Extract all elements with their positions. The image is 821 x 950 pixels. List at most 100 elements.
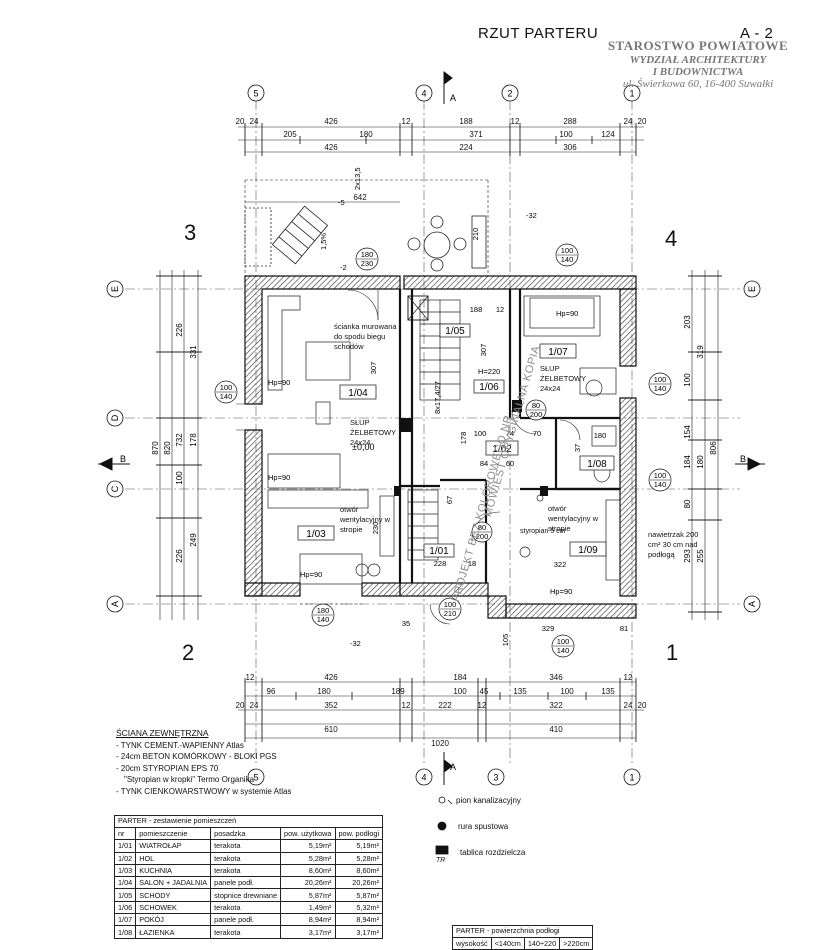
cell: 8,60m² bbox=[334, 863, 384, 878]
section-label-b-left: B bbox=[120, 454, 126, 464]
cell: SCHODY bbox=[135, 888, 212, 902]
cell: panele podł. bbox=[210, 876, 282, 890]
wall-spec-line-2: - 24cm BETON KOMÓRKOWY - BLOKI PGS bbox=[116, 752, 277, 762]
cell: 5,87m² bbox=[280, 888, 336, 902]
section-label-b-right: B bbox=[740, 454, 746, 464]
stamp-line-3: I BUDOWNICTWA bbox=[652, 66, 744, 78]
stamp-line-1: STAROSTWO POWIATOWE bbox=[607, 38, 789, 53]
column-2 bbox=[512, 400, 522, 412]
dim-bot3-24b: 24 bbox=[624, 701, 633, 710]
room-box-1-09 bbox=[569, 541, 607, 557]
stamp-line-2: WYDZIAŁ ARCHITEKTURY bbox=[629, 54, 767, 66]
num-307b: 307 bbox=[479, 344, 488, 357]
dim-bot2-100b: 100 bbox=[560, 687, 574, 696]
exterior-walls bbox=[244, 275, 637, 619]
cell: 3,17m² bbox=[334, 925, 384, 939]
num-81: 81 bbox=[620, 624, 628, 633]
note-vent-2: otwór wentylacyjny w stropie bbox=[548, 504, 599, 533]
num-74: 74 bbox=[506, 429, 514, 438]
dim-bot3-12a: 12 bbox=[402, 701, 411, 710]
area-table: PARTER - powierzchnia podłogi wysokość <… bbox=[452, 925, 594, 950]
quadrant-4: 4 bbox=[665, 226, 678, 251]
cell: 5,32m² bbox=[334, 900, 384, 915]
stairs bbox=[407, 295, 461, 561]
note-hp-3: Hp=90 bbox=[300, 570, 322, 579]
dim-top-288: 288 bbox=[563, 117, 577, 126]
terrace-furniture bbox=[244, 205, 487, 272]
cell: terakota bbox=[210, 839, 282, 853]
dim-bot1-184: 184 bbox=[453, 673, 467, 682]
svg-text:100: 100 bbox=[654, 375, 667, 384]
cell: 1/02 bbox=[113, 851, 137, 865]
cell: HOL bbox=[135, 851, 212, 865]
num-18: 18 bbox=[468, 559, 476, 568]
rooms-table-caption: PARTER - zestawienie pomieszczeń bbox=[114, 815, 384, 827]
dim-top-12b: 12 bbox=[511, 117, 520, 126]
room-label-1-03: 1/03 bbox=[306, 529, 326, 540]
area-col-lt140: <140cm bbox=[490, 936, 525, 950]
vent-2 bbox=[540, 486, 548, 496]
svg-text:80: 80 bbox=[532, 401, 540, 410]
opening-w1-h: 140 bbox=[220, 392, 233, 401]
dim-bot3-352: 352 bbox=[324, 701, 338, 710]
axis-label-5-bottom: 5 bbox=[253, 773, 258, 783]
dim-bot2-96: 96 bbox=[267, 687, 276, 696]
dim-left-226b: 226 bbox=[175, 549, 184, 563]
num-35: 35 bbox=[402, 619, 410, 628]
dim-top2-205: 205 bbox=[283, 130, 297, 139]
num-100: 100 bbox=[474, 429, 487, 438]
num-307: 307 bbox=[369, 362, 378, 375]
axis-label-4-top: 4 bbox=[421, 89, 426, 99]
num-60: 60 bbox=[506, 459, 514, 468]
room-label-1-05: 1/05 bbox=[445, 326, 465, 337]
dim-right-154: 154 bbox=[683, 425, 692, 439]
num-230: 230 bbox=[371, 522, 380, 535]
room-label-1-07: 1/07 bbox=[548, 347, 568, 358]
cell: terakota bbox=[210, 925, 282, 939]
svg-text:180: 180 bbox=[361, 250, 374, 259]
note-level-m5: -5 bbox=[338, 198, 345, 207]
cell: 5,28m² bbox=[334, 851, 384, 865]
section-markers bbox=[98, 71, 765, 785]
cell: 5,87m² bbox=[334, 888, 384, 902]
dim-bot1-12b: 12 bbox=[624, 673, 633, 682]
dim-right-100: 100 bbox=[683, 373, 692, 387]
legend-rura: rura spustowa bbox=[458, 822, 509, 831]
room-label-1-04: 1/04 bbox=[348, 388, 368, 399]
cell: terakota bbox=[210, 863, 282, 878]
dim-bot4-610: 610 bbox=[324, 725, 338, 734]
dim-bot1-426: 426 bbox=[324, 673, 338, 682]
dim-bot2-180: 180 bbox=[317, 687, 331, 696]
svg-text:180: 180 bbox=[317, 606, 330, 615]
note-level: ±0,00 bbox=[352, 442, 374, 452]
num-210: 210 bbox=[471, 228, 480, 241]
col-usable-area: pow. użytkowa bbox=[280, 826, 336, 841]
room-box-1-05 bbox=[439, 323, 471, 338]
room-box-1-04 bbox=[339, 384, 377, 400]
cell: 1/04 bbox=[113, 876, 137, 890]
axis-label-D: D bbox=[110, 414, 120, 421]
legend-symbols bbox=[435, 796, 453, 855]
dim-top-20b: 20 bbox=[638, 117, 647, 126]
vent-1 bbox=[394, 486, 400, 496]
note-vent-1: otwór wentylacyjny w stropie bbox=[340, 505, 391, 534]
cell: terakota bbox=[210, 900, 282, 915]
wall-spec-line-3: - 20cm STYROPIAN EPS 70 bbox=[116, 763, 219, 773]
num-322: 322 bbox=[554, 560, 567, 569]
axis-label-E-right: E bbox=[747, 286, 757, 292]
cell: 1/07 bbox=[113, 913, 137, 927]
opening-w1: 100 bbox=[220, 383, 233, 392]
dim-bot-total: 1020 bbox=[431, 739, 449, 748]
wall-spec-line-1: - TYNK CEMENT.-WAPIENNY Atlas bbox=[116, 740, 244, 750]
svg-text:100: 100 bbox=[561, 246, 574, 255]
